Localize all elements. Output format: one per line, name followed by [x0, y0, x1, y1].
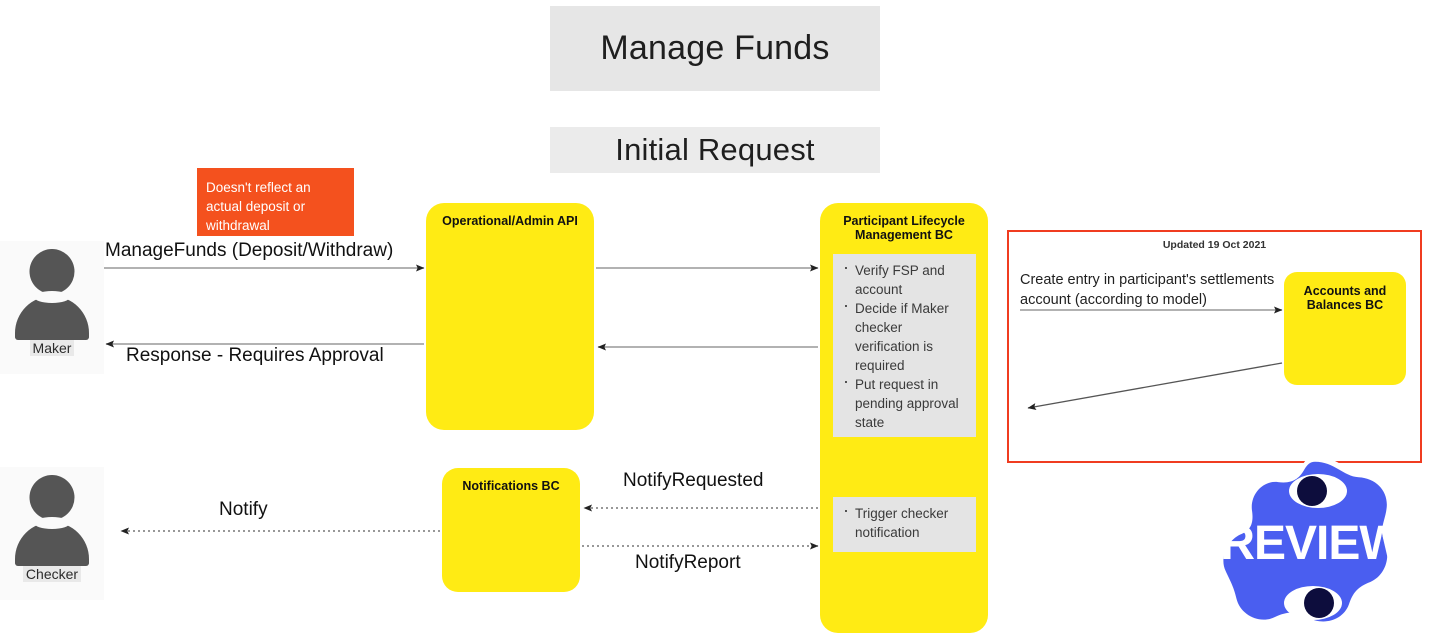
review-sticker-blob — [1212, 455, 1395, 632]
review-region-border: Updated 19 Oct 2021 — [1007, 230, 1422, 463]
box-notifications-bc: Notifications BC — [442, 468, 580, 592]
box-participant-lifecycle-management-bc-title: Participant Lifecycle Management BC — [843, 214, 965, 242]
list-item: Trigger checker notification — [843, 501, 970, 542]
box-accounts-and-balances-bc-title: Accounts and Balances BC — [1303, 284, 1387, 312]
box-notifications-bc-title: Notifications BC — [462, 479, 560, 493]
person-icon — [15, 247, 89, 340]
review-sticker: REVIEW — [1212, 455, 1406, 632]
page-title: Manage Funds — [550, 6, 880, 91]
updated-date-label: Updated 19 Oct 2021 — [1162, 239, 1267, 251]
flow-label-notifyreport: NotifyReport — [635, 552, 741, 573]
plm-notification-panel: Trigger checker notification — [833, 497, 976, 552]
flow-label-managefunds: ManageFunds (Deposit/Withdraw) — [105, 240, 394, 261]
actor-maker: Maker — [0, 241, 104, 374]
settlement-entry-label: Create entry in participant's settlement… — [1020, 272, 1275, 308]
box-operational-admin-api-title: Operational/Admin API — [442, 214, 578, 228]
annotation-note-deposit-withdrawal: Doesn't reflect an actual deposit or wit… — [197, 168, 354, 236]
list-item: Put request in pending approval state — [843, 372, 970, 432]
box-accounts-and-balances-bc: Accounts and Balances BC — [1284, 272, 1406, 385]
list-item: Verify FSP and account — [843, 258, 970, 299]
page-subtitle: Initial Request — [550, 127, 880, 173]
eye-icon-bottom — [1284, 586, 1342, 620]
box-operational-admin-api: Operational/Admin API — [426, 203, 594, 430]
flow-label-response: Response - Requires Approval — [126, 345, 384, 366]
person-icon — [15, 473, 89, 566]
list-item: Decide if Maker checker verification is … — [843, 296, 970, 375]
plm-responsibilities-panel: Verify FSP and account Decide if Maker c… — [833, 254, 976, 437]
flow-label-notify: Notify — [219, 499, 268, 520]
flow-label-notifyrequested: NotifyRequested — [623, 470, 764, 491]
review-sticker-label: REVIEW — [1220, 517, 1405, 570]
actor-maker-label: Maker — [29, 340, 75, 356]
actor-checker-label: Checker — [22, 566, 82, 582]
actor-checker: Checker — [0, 467, 104, 600]
eye-icon-top — [1289, 474, 1347, 508]
